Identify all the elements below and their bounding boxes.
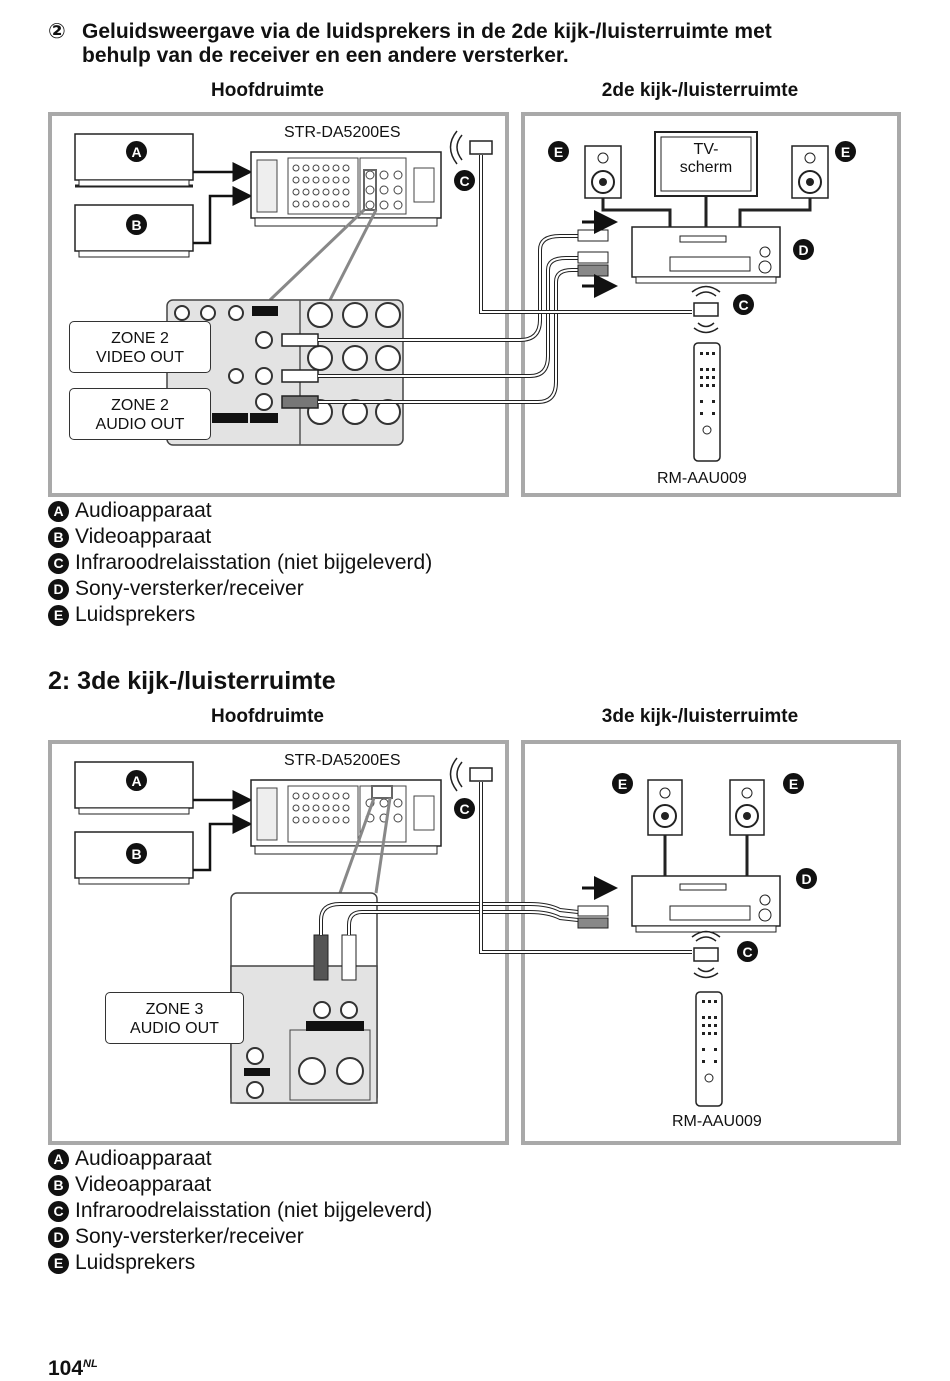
badge-e-left: E <box>548 141 569 162</box>
heading-line-2: behulp van de receiver en een andere ver… <box>82 44 569 67</box>
badge-c-third-room: C <box>737 941 758 962</box>
legend-item: B Videoapparaat <box>48 524 432 550</box>
callout-line-2: AUDIO OUT <box>130 1020 219 1037</box>
badge-c: C <box>454 798 475 819</box>
speaker-left <box>584 145 622 199</box>
callout-line-2: VIDEO OUT <box>95 349 184 366</box>
legend-section-1: A Audioapparaat B Videoapparaat C Infrarood… <box>48 498 432 628</box>
legend-item: A Audioapparaat <box>48 498 432 524</box>
ir-receiver-third-room <box>691 930 721 979</box>
legend-text: Audioapparaat <box>75 1147 212 1170</box>
badge-a: A <box>48 1148 69 1170</box>
circled-number-marker: ② <box>48 20 66 43</box>
second-room-label: 2de kijk-/luisterruimte <box>601 80 799 101</box>
badge-e: E <box>48 604 69 626</box>
badge-a: A <box>48 500 69 522</box>
legend-section-2: A Audioapparaat B Videoapparaat C Infrarood… <box>48 1146 432 1276</box>
callout-line-1: ZONE 2 <box>111 330 169 347</box>
zone2-cables <box>281 229 609 409</box>
badge-c: C <box>48 1200 69 1222</box>
badge-b: B <box>48 1174 69 1196</box>
badge-e-right: E <box>835 141 856 162</box>
amplifier-d <box>631 875 781 933</box>
receiver-panel-closeup <box>166 299 404 446</box>
tv-screen <box>654 131 758 197</box>
badge-b: B <box>126 843 147 864</box>
tv-screen-label: TV- scherm <box>661 141 751 177</box>
legend-item: D Sony-versterker/receiver <box>48 1224 432 1250</box>
badge-a: A <box>126 141 147 162</box>
amplifier-d <box>631 226 781 284</box>
zone3-audio-out-callout: ZONE 3 AUDIO OUT <box>105 992 244 1044</box>
legend-text: Infraroodrelaisstation (niet bijgeleverd… <box>75 551 433 574</box>
legend-item: C Infraroodrelaisstation (niet bijgelever… <box>48 550 432 576</box>
page-language: NL <box>83 1358 98 1370</box>
third-room-label: 3de kijk-/luisterruimte <box>601 706 799 727</box>
badge-c: C <box>48 552 69 574</box>
tv-label-line-2: scherm <box>679 159 733 176</box>
speaker-right <box>791 145 829 199</box>
badge-d: D <box>796 868 817 889</box>
receiver-panel-closeup <box>230 892 378 1104</box>
page-number: 104NL <box>48 1357 98 1381</box>
badge-b: B <box>48 526 69 548</box>
legend-text: Videoapparaat <box>75 1173 212 1196</box>
legend-item: A Audioapparaat <box>48 1146 432 1172</box>
receiver-model-label: STR-DA5200ES <box>284 752 401 769</box>
badge-e-left: E <box>612 773 633 794</box>
ir-receiver-second-room <box>691 285 721 334</box>
legend-text: Luidsprekers <box>75 1251 196 1274</box>
remote-control <box>693 342 721 462</box>
tv-label-line-1: TV- <box>693 141 719 158</box>
legend-text: Infraroodrelaisstation (niet bijgeleverd… <box>75 1199 433 1222</box>
badge-e: E <box>48 1252 69 1274</box>
speaker-left <box>647 779 683 836</box>
remote-model-label: RM-AAU009 <box>672 1113 762 1130</box>
remote-model-label: RM-AAU009 <box>657 470 747 487</box>
legend-item: D Sony-versterker/receiver <box>48 576 432 602</box>
legend-item: E Luidsprekers <box>48 1250 432 1276</box>
badge-c: C <box>454 170 475 191</box>
legend-item: B Videoapparaat <box>48 1172 432 1198</box>
callout-line-1: ZONE 2 <box>111 397 169 414</box>
badge-c-second-room: C <box>733 294 754 315</box>
legend-item: E Luidsprekers <box>48 602 432 628</box>
badge-d: D <box>48 1226 69 1248</box>
legend-text: Sony-versterker/receiver <box>75 1225 304 1248</box>
badge-a: A <box>126 770 147 791</box>
zone2-video-out-callout: ZONE 2 VIDEO OUT <box>69 321 211 373</box>
badge-b: B <box>126 214 147 235</box>
callout-line-1: ZONE 3 <box>145 1001 204 1018</box>
legend-text: Audioapparaat <box>75 499 212 522</box>
legend-text: Videoapparaat <box>75 525 212 548</box>
page-number-value: 104 <box>48 1357 84 1380</box>
speaker-right <box>729 779 765 836</box>
main-room-label: Hoofdruimte <box>211 706 324 727</box>
legend-text: Sony-versterker/receiver <box>75 577 304 600</box>
badge-d: D <box>48 578 69 600</box>
badge-d: D <box>793 239 814 260</box>
legend-item: C Infraroodrelaisstation (niet bijgelever… <box>48 1198 432 1224</box>
remote-control <box>695 991 723 1107</box>
diagram-1-artwork <box>74 130 829 462</box>
zone2-audio-out-callout: ZONE 2 AUDIO OUT <box>69 388 211 440</box>
zone3-cables <box>313 902 609 981</box>
section-2-title: 2: 3de kijk-/luisterruimte <box>48 667 336 695</box>
badge-e-right: E <box>783 773 804 794</box>
receiver-model-label: STR-DA5200ES <box>284 124 401 141</box>
main-room-label: Hoofdruimte <box>211 80 324 101</box>
receiver-rear-panel <box>250 779 442 855</box>
legend-text: Luidsprekers <box>75 603 196 626</box>
section-heading: ② Geluidsweergave via de luidsprekers in … <box>48 20 928 68</box>
heading-line-1: Geluidsweergave via de luidsprekers in d… <box>82 20 772 43</box>
callout-line-2: AUDIO OUT <box>95 416 185 433</box>
